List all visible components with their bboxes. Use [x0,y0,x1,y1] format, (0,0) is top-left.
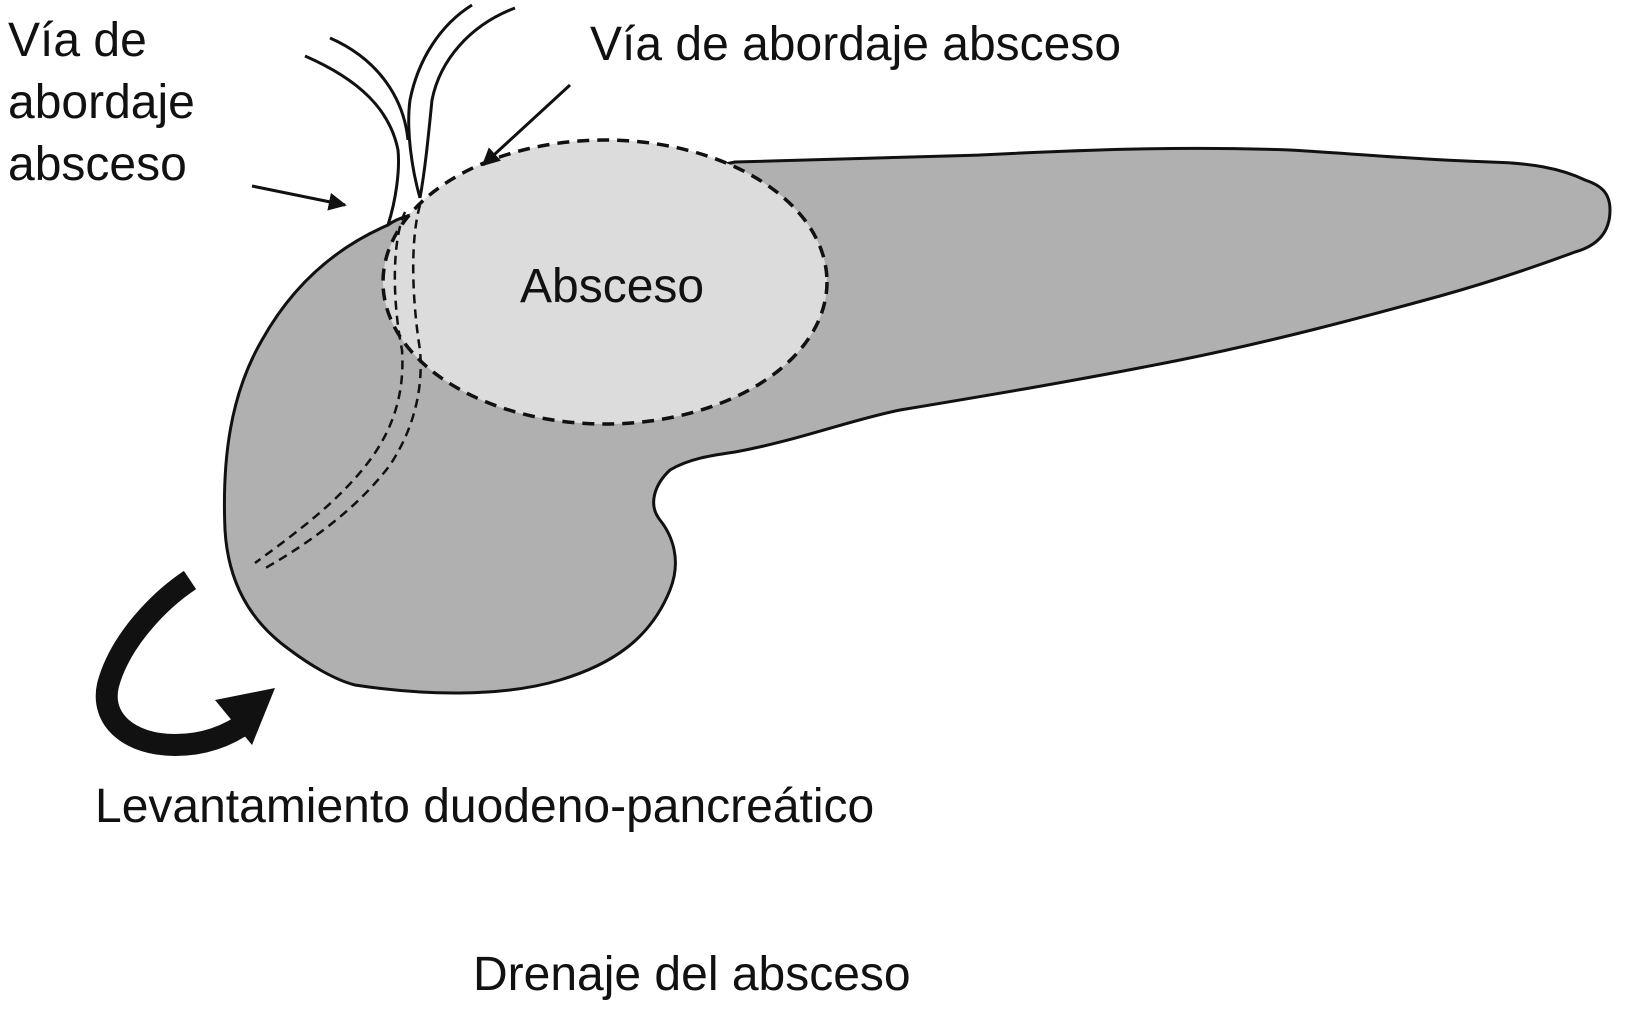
drainage-label: Drenaje del absceso [473,948,911,1001]
bile-duct-right-wall [329,36,410,141]
left-approach-arrow [251,184,347,211]
intrapancreatic-duct-left [254,211,407,565]
top-approach-label: Vía de abordaje absceso [590,18,1121,71]
curved-arrow-head [215,688,275,745]
left-approach-label: Vía de abordaje absceso [8,14,208,191]
intrapancreatic-duct [254,204,422,572]
intrapancreatic-duct-right [261,204,422,572]
left-approach-label-line-1: Vía de [8,14,147,67]
top-approach-arrow [481,83,572,167]
bile-duct [304,3,516,226]
abscess-ellipse [381,138,829,426]
abscess-label: Absceso [520,260,704,313]
bile-duct-right-wall-2 [407,3,473,199]
bile-duct-left-wall [304,54,400,226]
left-approach-label-line-2: abordaje [8,76,195,129]
curved-arrow-icon [95,570,275,757]
left-approach-label-line-3: absceso [8,138,187,191]
mobilization-label: Levantamiento duodeno-pancreático [95,780,874,833]
bile-duct-far-right-wall [418,6,516,199]
curved-arrow-body [95,570,257,757]
